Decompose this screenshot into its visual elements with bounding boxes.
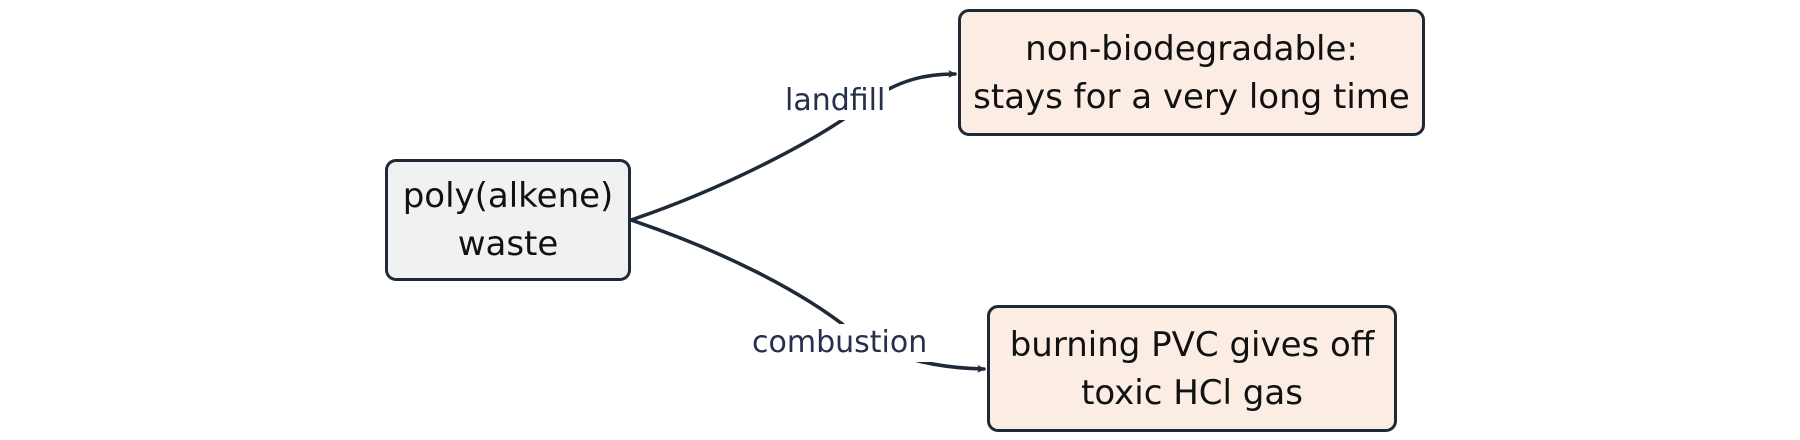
edge-label-landfill: landfill: [781, 82, 890, 120]
combustion-outcome-node: burning PVC gives off toxic HCl gas: [987, 305, 1397, 432]
combustion-outcome-line-1: burning PVC gives off: [1009, 324, 1375, 365]
landfill-outcome-node: non-biodegradable: stays for a very long…: [958, 9, 1425, 136]
source-node: poly(alkene) waste: [385, 159, 631, 281]
landfill-outcome-line-1: non-biodegradable:: [1025, 28, 1358, 69]
edge-label-combustion: combustion: [748, 324, 932, 362]
landfill-outcome-line-2: stays for a very long time: [973, 76, 1410, 117]
source-line-1: poly(alkene): [402, 176, 614, 216]
source-line-2: waste: [457, 224, 559, 264]
combustion-outcome-line-2: toxic HCl gas: [1081, 372, 1303, 413]
